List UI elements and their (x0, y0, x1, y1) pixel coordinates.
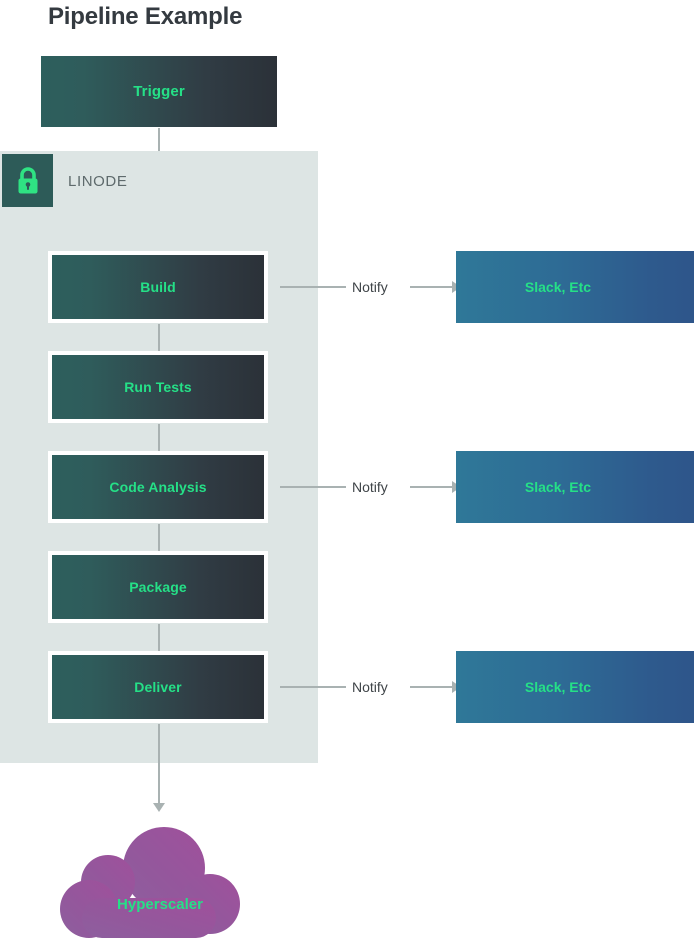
stage-label: Build (140, 279, 176, 295)
notify-connector-deliver: Notify (280, 676, 470, 698)
notify-target-slack-code-analysis[interactable]: Slack, Etc (456, 451, 694, 523)
stage-box-package[interactable]: Package (48, 551, 268, 623)
stage-label: Deliver (134, 679, 182, 695)
lock-icon (2, 154, 53, 207)
flow-arrow-deliver-to-hyperscaler (152, 724, 166, 812)
page-title: Pipeline Example (48, 3, 243, 30)
stage-label: Trigger (133, 83, 185, 100)
cloud-label: Hyperscaler (117, 896, 203, 913)
stage-box-trigger[interactable]: Trigger (41, 56, 277, 127)
slack-target-label: Slack, Etc (524, 679, 592, 695)
notify-target-slack-deliver[interactable]: Slack, Etc (456, 651, 694, 723)
notify-target-slack-build[interactable]: Slack, Etc (456, 251, 694, 323)
stage-label: Code Analysis (109, 479, 207, 495)
notify-connector-build: Notify (280, 276, 470, 298)
stage-label: Package (129, 579, 187, 595)
notify-label: Notify (352, 679, 388, 695)
connector-line-right (410, 286, 454, 288)
connector-line-left (280, 686, 346, 688)
stage-box-run-tests[interactable]: Run Tests (48, 351, 268, 423)
slack-target-label: Slack, Etc (524, 279, 592, 295)
linode-panel-label: LINODE (68, 173, 128, 190)
notify-label: Notify (352, 479, 388, 495)
stage-box-build[interactable]: Build (48, 251, 268, 323)
slack-target-label: Slack, Etc (524, 479, 592, 495)
connector-line-left (280, 286, 346, 288)
stage-box-deliver[interactable]: Deliver (48, 651, 268, 723)
connector-line-left (280, 486, 346, 488)
stage-label: Run Tests (124, 379, 192, 395)
stage-box-code-analysis[interactable]: Code Analysis (48, 451, 268, 523)
notify-connector-code-analysis: Notify (280, 476, 470, 498)
connector-line-right (410, 686, 454, 688)
connector-line-right (410, 486, 454, 488)
hyperscaler-cloud[interactable]: Hyperscaler (60, 820, 260, 944)
notify-label: Notify (352, 279, 388, 295)
